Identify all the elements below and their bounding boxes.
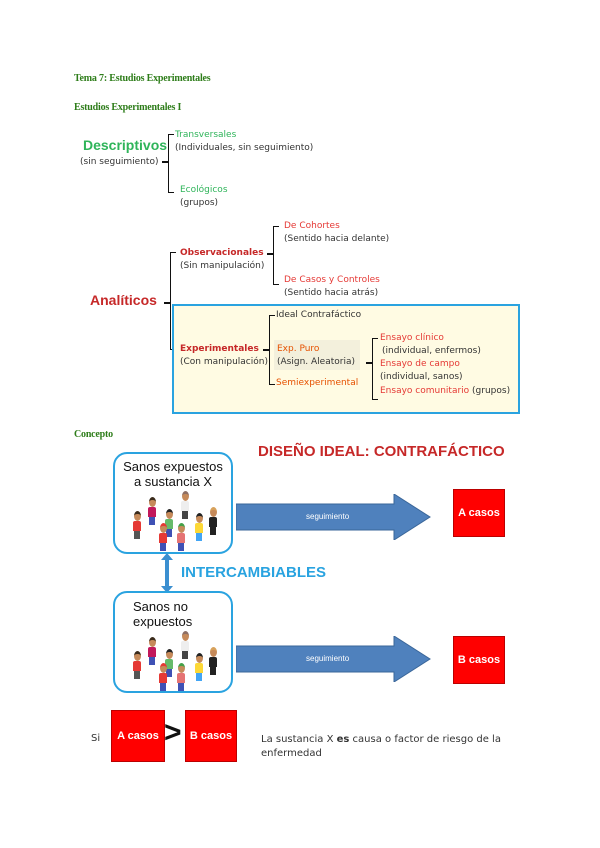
- person-figure: [181, 491, 189, 519]
- cohortes-label: De Cohortes: [284, 221, 340, 231]
- ensayo-comunitario-detail: (grupos): [472, 386, 511, 396]
- people-illustration: [115, 629, 231, 691]
- person-figure: [165, 649, 173, 677]
- person-figure: [177, 663, 185, 691]
- double-arrow-icon: [161, 553, 173, 593]
- exposed-group-label: Sanos expuestos a sustancia X: [123, 459, 223, 489]
- statement-part1: La sustancia X: [261, 734, 337, 745]
- exposed-group-box: Sanos expuestos a sustancia X: [113, 452, 233, 554]
- experimentales-label: Experimentales: [180, 344, 259, 354]
- concept-heading: Concepto: [74, 429, 113, 440]
- descriptivos-title: Descriptivos: [83, 137, 168, 153]
- greater-than-sign: >: [164, 716, 182, 749]
- experimentales-brace: [269, 315, 275, 385]
- person-figure: [148, 497, 156, 525]
- casos-controles-detail: (Sentido hacia atrás): [284, 288, 379, 298]
- statement-part2: causa o factor de riesgo de la enfermeda…: [261, 734, 501, 759]
- person-figure: [195, 513, 203, 541]
- diagram-title: DISEÑO IDEAL: CONTRAFÁCTICO: [258, 443, 505, 460]
- observacionales-brace: [273, 226, 279, 285]
- cohortes-detail: (Sentido hacia delante): [284, 234, 390, 244]
- section-heading: Estudios Experimentales I: [74, 102, 182, 113]
- ideal-contrafactico-label: Ideal Contrafáctico: [276, 310, 362, 320]
- ensayo-comunitario-label: Ensayo comunitario: [380, 386, 470, 396]
- exp-puro-brace: [372, 338, 378, 400]
- descriptivos-subtitle: (sin seguimiento): [80, 157, 159, 167]
- brace-connector: [366, 362, 372, 364]
- ecologicos-detail: (grupos): [180, 198, 219, 208]
- person-figure: [209, 507, 217, 535]
- ensayo-clinico-label: Ensayo clínico: [380, 333, 444, 343]
- person-figure: [177, 523, 185, 551]
- person-figure: [148, 637, 156, 665]
- observacionales-label: Observacionales: [180, 248, 264, 258]
- person-figure: [181, 631, 189, 659]
- result-a-box: A casos: [453, 489, 505, 537]
- conclusion-b-box: B casos: [185, 710, 237, 762]
- analiticos-title: Analíticos: [90, 292, 157, 308]
- ensayo-campo-detail: (individual, sanos): [380, 372, 463, 382]
- transversales-label: Transversales: [175, 130, 237, 140]
- experimentales-detail: (Con manipulación): [180, 357, 268, 367]
- ensayo-comunitario: Ensayo comunitario (grupos): [380, 385, 510, 397]
- brace-connector: [263, 349, 269, 351]
- ecologicos-label: Ecológicos: [180, 185, 228, 195]
- conclusion-a-box: A casos: [111, 710, 165, 762]
- conclusion-prefix: Si: [91, 733, 101, 744]
- people-illustration: [115, 489, 231, 551]
- person-figure: [159, 523, 167, 551]
- transversales-detail: (Individuales, sin seguimiento): [175, 143, 314, 153]
- result-b-box: B casos: [453, 636, 505, 684]
- followup-arrow-icon: [236, 494, 431, 540]
- followup-label-b: seguimiento: [306, 654, 350, 663]
- ensayo-clinico-detail: (individual, enfermos): [382, 346, 481, 356]
- exp-puro-detail: (Asign. Aleatoria): [277, 357, 355, 367]
- brace-connector: [164, 302, 170, 304]
- casos-controles-label: De Casos y Controles: [284, 275, 380, 285]
- ensayo-campo-label: Ensayo de campo: [380, 359, 460, 369]
- person-figure: [133, 511, 141, 539]
- person-figure: [209, 647, 217, 675]
- unexposed-group-label: Sanos no expuestos: [133, 599, 193, 629]
- followup-label-a: seguimiento: [306, 512, 350, 521]
- semiexperimental-label: Semiexperimental: [276, 378, 359, 388]
- topic-heading: Tema 7: Estudios Experimentales: [74, 73, 211, 84]
- exchangeable-label: INTERCAMBIABLES: [181, 564, 326, 581]
- person-figure: [165, 509, 173, 537]
- conclusion-statement: La sustancia X es causa o factor de ries…: [261, 733, 551, 761]
- unexposed-group-box: Sanos no expuestos: [113, 591, 233, 693]
- person-figure: [195, 653, 203, 681]
- person-figure: [133, 651, 141, 679]
- statement-emphasis: es: [336, 734, 350, 745]
- observacionales-detail: (Sin manipulación): [180, 261, 265, 271]
- followup-arrow-icon: [236, 636, 431, 682]
- brace-connector: [162, 161, 168, 163]
- exp-puro-highlight: [274, 340, 360, 370]
- brace-connector: [267, 253, 273, 255]
- person-figure: [159, 663, 167, 691]
- descriptivos-brace: [168, 134, 174, 193]
- exp-puro-label: Exp. Puro: [277, 344, 320, 354]
